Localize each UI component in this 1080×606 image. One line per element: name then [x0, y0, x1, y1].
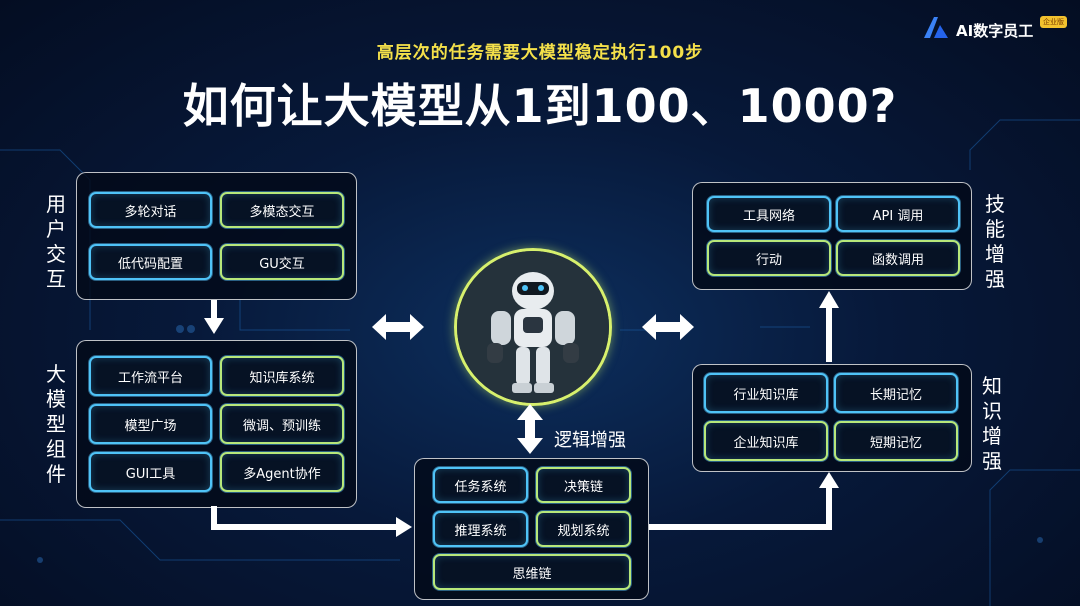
chip-finetune-pretrain: 微调、预训练: [220, 404, 344, 444]
chip-task-system: 任务系统: [433, 467, 528, 503]
chip-model-plaza: 模型广场: [89, 404, 212, 444]
chip-long-term-memory: 长期记忆: [834, 373, 958, 413]
chip-enterprise-kb: 企业知识库: [704, 421, 828, 461]
chip-gui-tools: GUI工具: [89, 452, 212, 492]
chip-function-call: 函数调用: [836, 240, 960, 276]
chip-multi-turn-dialog: 多轮对话: [89, 192, 212, 228]
chip-decision-chain: 决策链: [536, 467, 631, 503]
panel-model-components: 工作流平台 知识库系统 模型广场 微调、预训练 GUI工具 多Agent协作: [76, 340, 357, 508]
chip-gu-interaction: GU交互: [220, 244, 344, 280]
chip-api-call: API 调用: [836, 196, 960, 232]
chip-chain-of-thought: 思维链: [433, 554, 631, 590]
chip-multimodal-interaction: 多模态交互: [220, 192, 344, 228]
logo-badge: 企业版: [1040, 16, 1067, 28]
panel-knowledge-enhancement: 行业知识库 长期记忆 企业知识库 短期记忆: [692, 364, 972, 472]
logo-text: AI数字员工: [956, 22, 1034, 40]
chip-lowcode-config: 低代码配置: [89, 244, 212, 280]
chip-short-term-memory: 短期记忆: [834, 421, 958, 461]
chip-industry-kb: 行业知识库: [704, 373, 828, 413]
chip-reasoning-system: 推理系统: [433, 511, 528, 547]
logo-icon: [924, 17, 948, 38]
chip-action: 行动: [707, 240, 831, 276]
chip-multi-agent: 多Agent协作: [220, 452, 344, 492]
panel-user-interaction: 多轮对话 多模态交互 低代码配置 GU交互: [76, 172, 357, 300]
chip-tool-network: 工具网络: [707, 196, 831, 232]
chip-planning-system: 规划系统: [536, 511, 631, 547]
label-logic-enhancement: 逻辑增强: [554, 430, 626, 451]
chip-knowledge-base-system: 知识库系统: [220, 356, 344, 396]
subtitle: 高层次的任务需要大模型稳定执行100步: [376, 43, 704, 63]
robot-icon: [457, 251, 609, 403]
label-knowledge-enhancement: 知识增强: [982, 374, 1002, 473]
panel-logic-enhancement: 任务系统 决策链 推理系统 规划系统 思维链: [414, 458, 649, 600]
label-user-interaction: 用户交互: [46, 192, 66, 291]
label-skill-enhancement: 技能增强: [985, 192, 1005, 291]
chip-workflow-platform: 工作流平台: [89, 356, 212, 396]
robot-image: [454, 248, 612, 406]
label-model-components: 大模型组件: [46, 362, 66, 486]
brand-logo: AI数字员工 企业版: [922, 14, 1072, 44]
panel-skill-enhancement: 工具网络 API 调用 行动 函数调用: [692, 182, 972, 290]
page-title: 如何让大模型从1到100、1000?: [182, 79, 898, 133]
